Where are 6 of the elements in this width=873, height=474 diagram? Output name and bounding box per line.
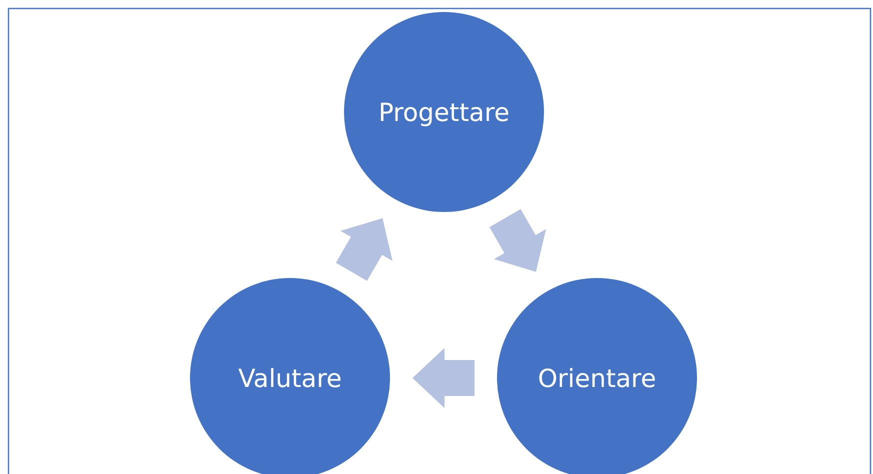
node-label: Progettare: [378, 98, 510, 126]
block-arrow: [489, 209, 546, 272]
node-label: Orientare: [538, 364, 656, 392]
block-arrow: [336, 218, 392, 281]
block-arrow: [412, 348, 474, 408]
node-label: Valutare: [238, 364, 342, 392]
